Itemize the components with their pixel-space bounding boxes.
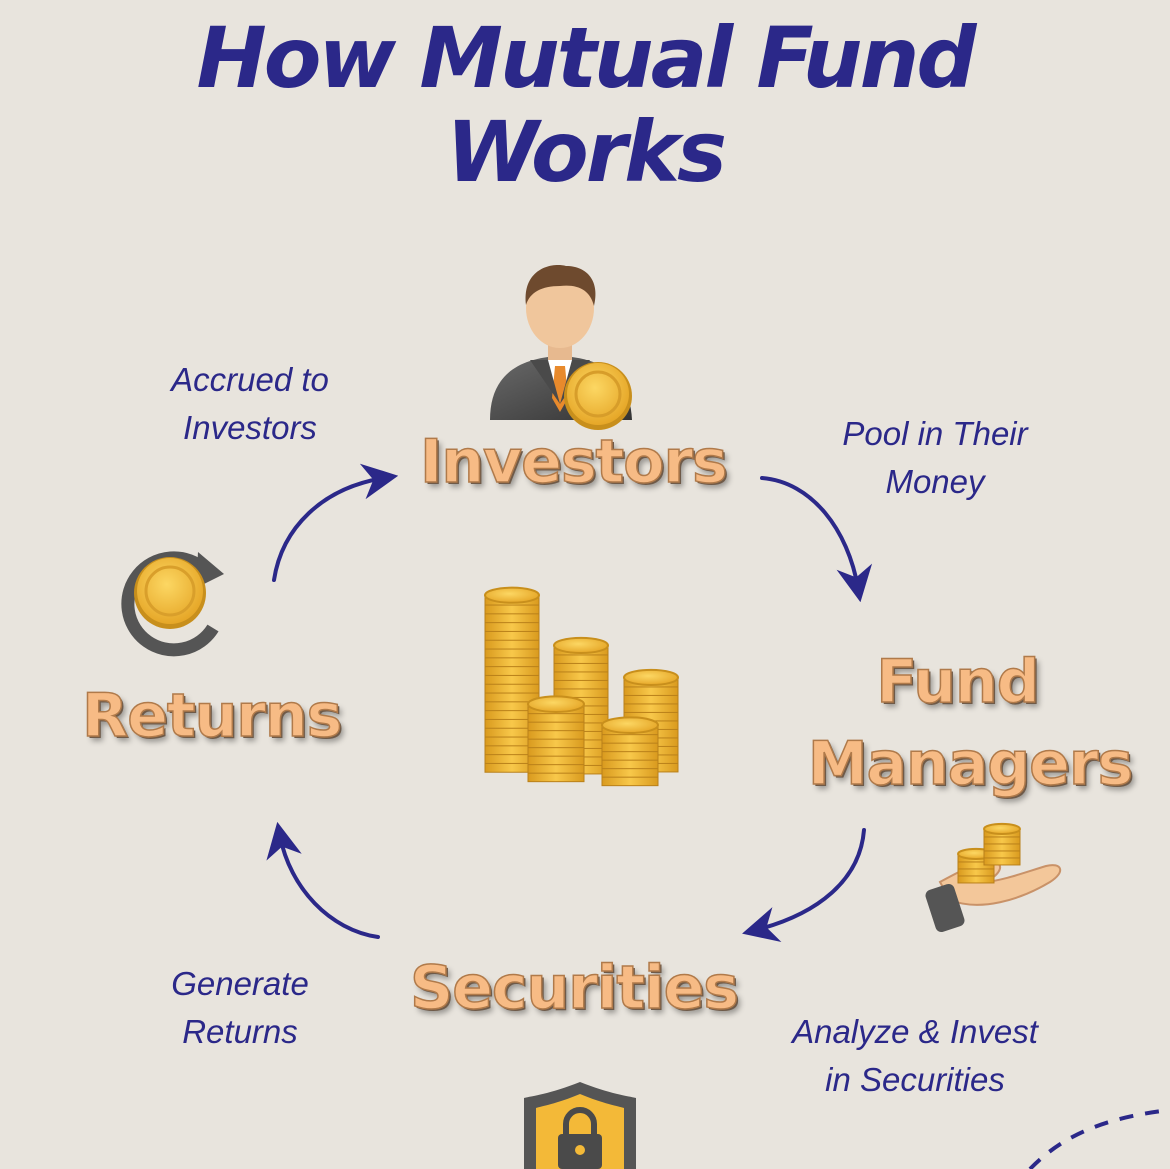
businessman-with-coin-icon xyxy=(490,265,632,430)
edge-label-line: Returns xyxy=(182,1012,298,1050)
node-fund-managers: Fund Managers xyxy=(800,647,1140,799)
edge-label-line: Money xyxy=(885,462,985,500)
edge-label-line: Accrued to xyxy=(171,361,329,398)
node-investors: Investors xyxy=(419,427,728,497)
arrow-managers-to-securities xyxy=(742,828,866,943)
edge-label-managers-to-securities: Analyze & Invest in Securities xyxy=(760,1008,1070,1104)
node-fund-managers-line-1: Fund xyxy=(876,647,1041,717)
arrow-investors-to-managers xyxy=(760,476,873,603)
edge-label-line: Investors xyxy=(183,408,317,446)
title-line-2: Works xyxy=(445,103,727,201)
edge-label-returns-to-investors: Accrued to Investors xyxy=(140,356,360,452)
edge-label-line: in Securities xyxy=(825,1060,1005,1098)
coin-refresh-icon xyxy=(121,551,224,657)
title-line-1: How Mutual Fund xyxy=(196,9,977,107)
edge-label-line: Generate xyxy=(171,965,309,1002)
edge-label-securities-to-returns: Generate Returns xyxy=(130,960,350,1056)
arrow-securities-to-returns xyxy=(266,821,380,939)
node-returns: Returns xyxy=(81,681,343,751)
edge-label-investors-to-managers: Pool in Their Money xyxy=(815,410,1055,506)
edge-label-line: Pool in Their xyxy=(842,415,1028,452)
dashed-curve-decoration xyxy=(1028,1108,1170,1169)
shield-lock-icon xyxy=(524,1082,636,1169)
node-securities: Securities xyxy=(409,953,740,1023)
node-fund-managers-line-2: Managers xyxy=(807,729,1134,799)
hand-holding-coins-icon xyxy=(925,822,1061,932)
edge-label-line: Analyze & Invest xyxy=(792,1013,1038,1050)
arrow-returns-to-investors xyxy=(272,463,399,582)
coin-stacks-icon xyxy=(484,586,679,787)
